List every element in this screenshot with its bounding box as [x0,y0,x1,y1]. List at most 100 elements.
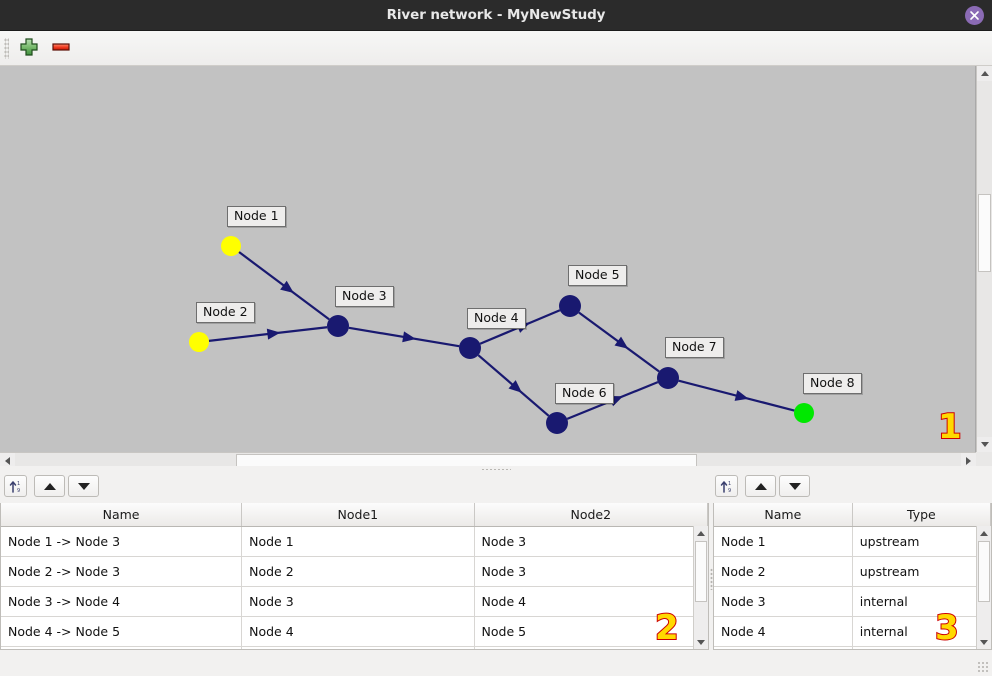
table-cell[interactable]: Node 3 [474,556,708,587]
graph-node-node-8[interactable] [794,403,814,423]
edge-direction-arrow [614,336,629,349]
table-cell[interactable]: upstream [852,526,991,557]
table-cell[interactable]: internal [852,586,991,617]
table-cell[interactable]: Node 1 [714,526,853,557]
nodes-scroll-up-button[interactable] [977,526,991,540]
nodes-vscroll-thumb[interactable] [978,541,990,602]
table-cell[interactable]: Node 3 [714,586,853,617]
links-vertical-scrollbar[interactable] [693,526,708,649]
triangle-right-icon [966,456,971,465]
scroll-up-button[interactable] [977,66,992,81]
nodes-move-up-button[interactable] [745,475,776,497]
links-vscroll-thumb[interactable] [695,541,707,602]
links-column-header[interactable]: Name [1,503,243,527]
edge-direction-arrow [280,280,294,293]
graph-node-label-node-6[interactable]: Node 6 [555,383,614,404]
window-resize-grip[interactable] [977,661,989,673]
links-scroll-up-button[interactable] [694,526,708,540]
graph-node-node-4[interactable] [459,337,481,359]
table-cell[interactable]: Node 4 [474,586,708,617]
graph-node-node-7[interactable] [657,367,679,389]
table-cell[interactable]: Node 4 [714,616,853,647]
table-row-empty[interactable] [1,646,708,649]
table-cell[interactable]: Node 3 -> Node 4 [1,586,243,617]
graph-node-label-node-1[interactable]: Node 1 [227,206,286,227]
graph-node-node-6[interactable] [546,412,568,434]
graph-node-label-node-8[interactable]: Node 8 [803,373,862,394]
table-cell[interactable]: internal [852,616,991,647]
nodes-vertical-scrollbar[interactable] [976,526,991,649]
graph-node-label-node-7[interactable]: Node 7 [665,337,724,358]
graph-node-node-3[interactable] [327,315,349,337]
links-column-header[interactable]: Node1 [241,503,475,527]
links-sort-button[interactable]: 1 9 [4,475,27,497]
add-node-button[interactable] [18,36,44,61]
svg-text:9: 9 [728,488,731,494]
table-cell-empty[interactable] [474,646,708,649]
table-cell-empty[interactable] [1,646,243,649]
graph-node-label-node-2[interactable]: Node 2 [196,302,255,323]
graph-horizontal-scrollbar[interactable] [0,452,976,468]
table-cell[interactable]: Node 1 -> Node 3 [1,526,243,557]
graph-vscroll-thumb[interactable] [978,194,991,272]
river-network-graph[interactable]: Node 1 Node 2 Node 3 Node 4 Node 5 Node 6 Node… [0,66,976,452]
nodes-column-header[interactable]: Name [714,503,853,527]
table-cell-empty[interactable] [241,646,475,649]
graph-panel: Node 1 Node 2 Node 3 Node 4 Node 5 Node 6 Node… [0,66,992,469]
svg-text:1: 1 [728,481,731,487]
triangle-left-icon [5,456,10,465]
nodes-move-down-button[interactable] [779,475,810,497]
scroll-down-button[interactable] [977,437,992,452]
svg-text:1: 1 [17,481,20,487]
table-cell[interactable]: Node 2 -> Node 3 [1,556,243,587]
nodes-column-header[interactable]: Type [852,503,991,527]
table-cell[interactable]: Node 1 [241,526,475,557]
nodes-sort-button[interactable]: 1 9 [715,475,738,497]
links-move-down-button[interactable] [68,475,99,497]
table-row-empty[interactable] [714,646,991,649]
vertical-splitter[interactable] [709,473,713,676]
table-cell[interactable]: Node 2 [714,556,853,587]
table-cell[interactable]: Node 5 [474,616,708,647]
links-move-up-button[interactable] [34,475,65,497]
table-cell[interactable]: upstream [852,556,991,587]
graph-node-label-node-4[interactable]: Node 4 [467,308,526,329]
links-scroll-down-button[interactable] [694,635,708,649]
scroll-left-button[interactable] [0,453,15,468]
graph-vertical-scrollbar[interactable] [976,66,992,452]
table-cell[interactable]: Node 4 -> Node 5 [1,616,243,647]
close-button[interactable] [965,6,984,25]
graph-node-label-node-5[interactable]: Node 5 [568,265,627,286]
table-cell[interactable]: Node 2 [241,556,475,587]
nodes-scroll-down-button[interactable] [977,635,991,649]
graph-node-label-node-3[interactable]: Node 3 [335,286,394,307]
graph-node-node-2[interactable] [189,332,209,352]
links-column-header[interactable]: Node2 [474,503,708,527]
remove-node-button[interactable] [50,36,76,61]
table-cell[interactable]: Node 3 [241,586,475,617]
table-cell[interactable]: Node 4 [241,616,475,647]
table-cell-empty[interactable] [714,646,853,649]
graph-node-node-5[interactable] [559,295,581,317]
toolbar-drag-grip[interactable] [4,38,9,59]
splitter-grip [481,468,511,471]
horizontal-splitter[interactable] [0,466,992,473]
table-cell-empty[interactable] [852,646,991,649]
graph-node-node-1[interactable] [221,236,241,256]
window-title: River network - MyNewStudy [386,7,606,23]
table-cell[interactable]: Node 3 [474,526,708,557]
scroll-right-button[interactable] [961,453,976,468]
